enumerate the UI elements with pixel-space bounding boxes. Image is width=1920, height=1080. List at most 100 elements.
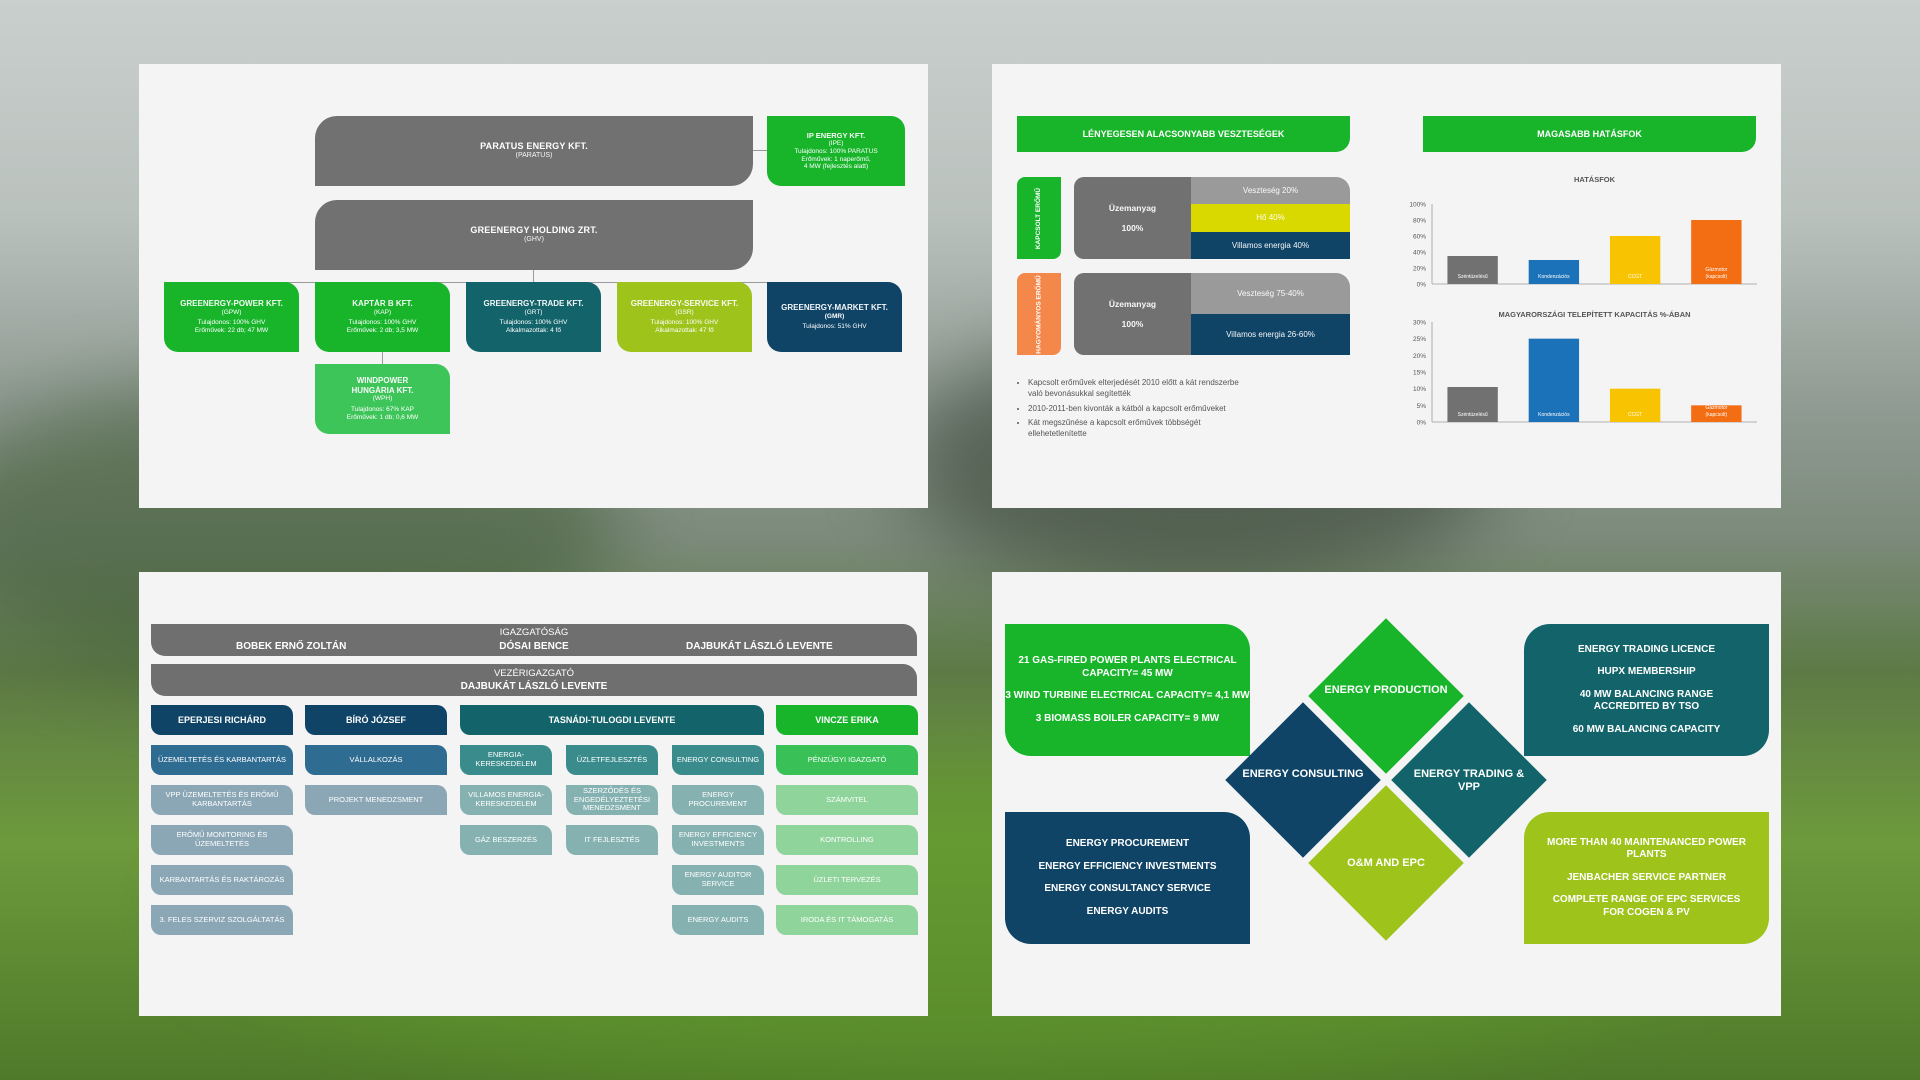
holding-box: GREENERGY HOLDING ZRT. (GHV) [315,200,753,270]
wph-name-2: HUNGÁRIA KFT. [351,385,414,395]
tick-label: 80% [1413,218,1426,225]
bar [1609,236,1661,284]
slide-org-chart: IGAZGATÓSÁG BOBEK ERNŐ ZOLTÁN DÓSAI BENC… [139,572,928,1016]
bar [1528,260,1580,284]
trading-card: ENERGY TRADING LICENCE HUPX MEMBERSHIP 4… [1524,624,1769,756]
note-item: Kapcsolt erőművek elterjedését 2010 előt… [1028,378,1248,400]
notes-list: Kapcsolt erőművek elterjedését 2010 előt… [1018,378,1248,444]
paratus-name: PARATUS ENERGY KFT. [480,141,588,152]
bar [1447,387,1498,422]
power-label-2: Villamos energia 26-60% [1226,329,1315,339]
power-label-1: Villamos energia 40% [1231,240,1310,250]
trading-item: 60 MW BALANCING CAPACITY [1572,723,1721,735]
connector [533,270,534,282]
production-item: 21 GAS-FIRED POWER PLANTS ELECTRICAL CAP… [1018,655,1237,679]
grt-box: GREENERGY-TRADE KFT. (GRT) Tulajdonos: 1… [466,282,601,352]
board-member: DÓSAI BENCE [499,641,569,652]
gpw-owner: Tulajdonos: 100% GHV [197,319,266,327]
board-bar: IGAZGATÓSÁG BOBEK ERNŐ ZOLTÁN DÓSAI BENC… [151,624,917,656]
production-item: 3 WIND TURBINE ELECTRICAL CAPACITY= 4,1 … [1005,690,1250,701]
slide-services: 21 GAS-FIRED POWER PLANTS ELECTRICAL CAP… [992,572,1781,1016]
trading-item: HUPX MEMBERSHIP [1597,666,1696,678]
om-item: COMPLETE RANGE OF EPC SERVICES FOR COGEN… [1552,894,1741,918]
grt-staff: Alkalmazottak: 4 fő [506,327,561,335]
gsr-box: GREENERGY-SERVICE KFT. (GSR) Tulajdonos:… [617,282,752,352]
unit-box: SZERZŐDÉS ÉS ENGEDÉLYEZTETÉSI MENEDZSMEN… [566,785,658,815]
om-item: JENBACHER SERVICE PARTNER [1566,871,1727,883]
om-item: MORE THAN 40 MAINTENANCED POWER PLANTS [1547,836,1746,861]
ipe-box: IP ENERGY KFT. (IPE) Tulajdonos: 100% PA… [767,116,905,186]
ipe-capacity: 4 MW (fejlesztés alatt) [803,163,869,171]
gmr-owner: Tulajdonos: 51% GHV [802,323,867,331]
gpw-plants: Erőművek: 22 db; 47 MW [194,327,269,335]
gsr-code: (GSR) [675,308,694,316]
production-diamond-label: ENERGY PRODUCTION [1324,684,1448,696]
bar [1447,256,1498,284]
gpw-name: GREENERGY-POWER KFT. [180,299,283,308]
slide-efficiency: LÉNYEGESEN ALACSONYABB VESZTESÉGEK MAGAS… [992,64,1781,508]
board-title: IGAZGATÓSÁG [499,627,569,638]
department-head: EPERJESI RICHÁRD [151,705,293,735]
losses-header: LÉNYEGESEN ALACSONYABB VESZTESÉGEK [1017,116,1350,152]
loss-label-2: Veszteség 75-40% [1237,288,1304,298]
board-member: BOBEK ERNŐ ZOLTÁN [236,641,347,652]
chp-tag-label: KAPCSOLT ERŐMŰ [1035,187,1043,249]
holding-name: GREENERGY HOLDING ZRT. [470,225,598,236]
category-label: (kapcsolt) [1706,412,1728,418]
consulting-card: ENERGY PROCUREMENT ENERGY EFFICIENCY INV… [1005,812,1250,944]
category-label: Gázmotor [1705,267,1727,273]
unit-box: GÁZ BESZERZÉS [460,825,552,855]
tick-label: 60% [1413,234,1426,241]
category-label: (kapcsolt) [1706,274,1728,280]
heat-label: Hő 40% [1256,213,1285,223]
grt-code: (GRT) [524,308,543,316]
unit-box: PÉNZÜGYI IGAZGATÓ [776,745,918,775]
grt-name: GREENERGY-TRADE KFT. [483,299,584,308]
wph-owner: Tulajdonos: 67% KAP [351,406,414,414]
bar [1691,405,1742,422]
heat-box: Hő 40% [1191,204,1350,232]
category-label: Kondenzációs [1538,412,1570,418]
gsr-name: GREENERGY-SERVICE KFT. [630,299,739,308]
department-head: VINCZE ERIKA [776,705,918,735]
wph-box: WINDPOWER HUNGÁRIA KFT. (WPH) Tulajdonos… [315,364,450,434]
tick-label: 20% [1413,266,1426,273]
gmr-code: (GMR) [824,312,845,320]
gsr-staff: Alkalmazottak: 47 fő [655,327,714,335]
kap-plants: Erőművek: 2 db; 3,5 MW [346,327,419,335]
loss-label-1: Veszteség 20% [1242,185,1299,195]
unit-box: KARBANTARTÁS ÉS RAKTÁROZÁS [151,865,293,895]
slide-corporate-structure: PARATUS ENERGY KFT. (PARATUS) IP ENERGY … [139,64,928,508]
consulting-item: ENERGY PROCUREMENT [1065,838,1190,849]
ceo-name: DAJBUKÁT LÁSZLÓ LEVENTE [460,681,608,692]
department-head: BÍRÓ JÓZSEF [305,705,447,735]
note-item: Kát megszűnése a kapcsolt erőművek többs… [1028,418,1248,440]
efficiency-header: MAGASABB HATÁSFOK [1423,116,1756,152]
unit-box: ÜZEMELTETÉS ÉS KARBANTARTÁS [151,745,293,775]
category-label: Széntüzelésű [1458,412,1488,418]
connector [382,352,383,364]
consulting-item: ENERGY EFFICIENCY INVESTMENTS [1038,860,1217,872]
tick-label: 40% [1413,250,1426,257]
gpw-box: GREENERGY-POWER KFT. (GPW) Tulajdonos: 1… [164,282,299,352]
department-head: TASNÁDI-TULOGDI LEVENTE [460,705,764,735]
loss-box-1: Veszteség 20% [1191,177,1350,204]
tick-label: 0% [1417,282,1427,289]
gmr-name: GREENERGY-MARKET KFT. [781,302,888,312]
wph-plants: Erőművek: 1 db; 0,6 MW [346,413,419,421]
chp-tag: KAPCSOLT ERŐMŰ [1017,177,1061,259]
chart-title: HATÁSFOK [1574,175,1616,184]
unit-box: VILLAMOS ENERGIA-KERESKEDELEM [460,785,552,815]
unit-box: IT FEJLESZTÉS [566,825,658,855]
category-label: CCGT [1628,412,1642,418]
category-label: Kondenzációs [1538,274,1570,280]
category-label: CCGT [1628,274,1642,280]
fuel-pct: 100% [1121,319,1144,329]
holding-code: (GHV) [524,236,544,244]
trading-item: ENERGY TRADING LICENCE [1577,643,1716,655]
fuel-box-2: Üzemanyag 100% [1074,273,1191,355]
unit-box: ERŐMŰ MONITORING ÉS ÜZEMELTETÉS [151,825,293,855]
fuel-box-1: Üzemanyag 100% [1074,177,1191,259]
consulting-item: ENERGY CONSULTANCY SERVICE [1044,883,1211,894]
ceo-bar: VEZÉRIGAZGATÓ DAJBUKÁT LÁSZLÓ LEVENTE [151,664,917,696]
